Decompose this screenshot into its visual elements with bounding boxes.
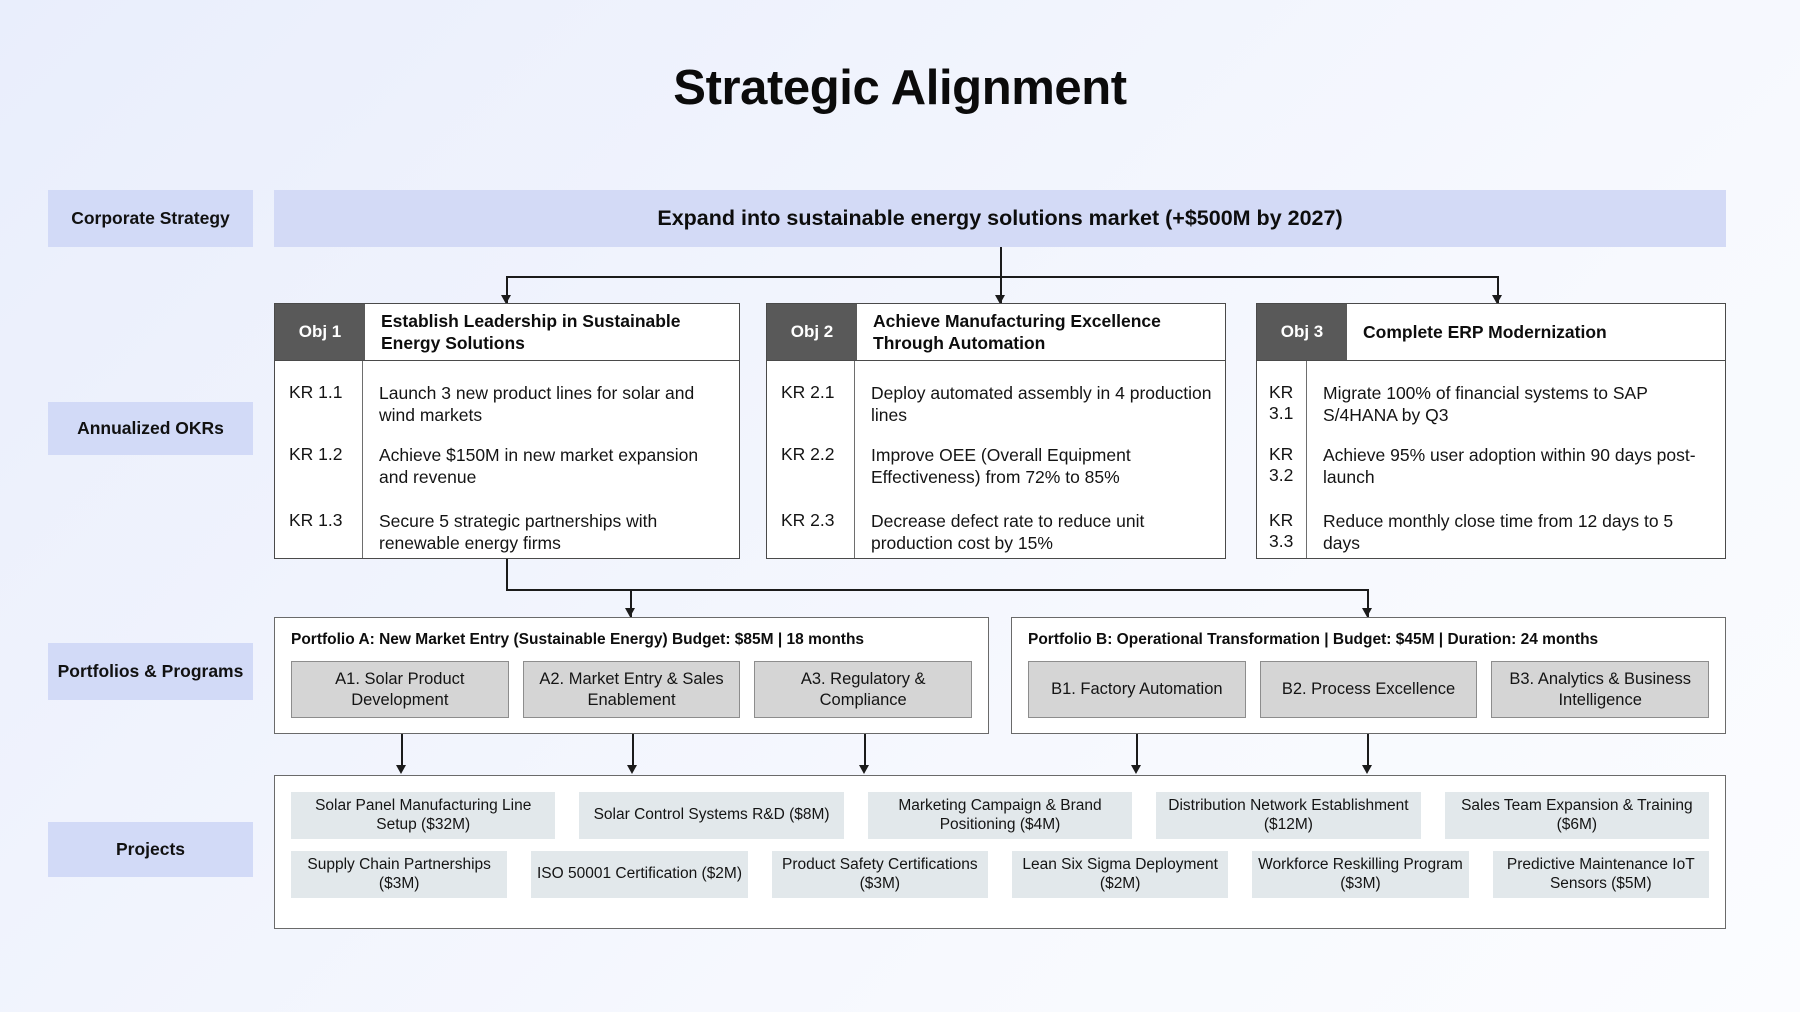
kr-text: Secure 5 strategic partnerships with ren…: [379, 511, 658, 554]
connector-program-b1-to-projects: [1136, 734, 1138, 766]
project-card[interactable]: Marketing Campaign & Brand Positioning (…: [867, 792, 1133, 839]
arrowhead-obj1: [501, 295, 511, 304]
connector-objectives-bus: [506, 276, 1498, 278]
arrowhead-obj3: [1492, 295, 1502, 304]
program-card-a2[interactable]: A2. Market Entry & Sales Enablement: [522, 661, 741, 718]
kr-label-column-3: KR 3.1 KR 3.2 KR 3.3: [1257, 361, 1307, 558]
objective-tag-1: Obj 1: [275, 304, 365, 360]
portfolio-title-b: Portfolio B: Operational Transformation …: [1028, 631, 1599, 648]
project-card[interactable]: Supply Chain Partnerships ($3M): [291, 851, 508, 898]
kr-text: Reduce monthly close time from 12 days t…: [1323, 511, 1674, 554]
arrowhead-portfolio-a: [625, 608, 635, 617]
projects-container: Solar Panel Manufacturing Line Setup ($3…: [274, 775, 1726, 929]
kr-label: KR 3.1: [1269, 382, 1294, 424]
project-card[interactable]: Workforce Reskilling Program ($3M): [1252, 851, 1469, 898]
arrowhead-project-3: [859, 765, 869, 774]
connector-to-obj1: [506, 276, 508, 303]
kr-text-column-3: Migrate 100% of financial systems to SAP…: [1307, 361, 1725, 558]
portfolio-card-b[interactable]: Portfolio B: Operational Transformation …: [1011, 617, 1726, 734]
connector-to-portfolio-a: [630, 589, 632, 617]
kr-label: KR 1.3: [289, 510, 343, 530]
kr-text: Improve OEE (Overall Equipment Effective…: [871, 445, 1131, 488]
kr-label: KR 2.3: [781, 510, 835, 530]
connector-to-portfolio-b: [1367, 589, 1369, 617]
project-card[interactable]: Product Safety Certifications ($3M): [771, 851, 988, 898]
project-row-2: Supply Chain Partnerships ($3M) ISO 5000…: [291, 851, 1709, 898]
kr-label-column-2: KR 2.1 KR 2.2 KR 2.3: [767, 361, 855, 558]
key-results-1: KR 1.1 KR 1.2 KR 1.3 Launch 3 new produc…: [275, 361, 739, 558]
lane-label-projects: Projects: [48, 822, 253, 877]
kr-label-column-1: KR 1.1 KR 1.2 KR 1.3: [275, 361, 363, 558]
key-results-3: KR 3.1 KR 3.2 KR 3.3 Migrate 100% of fin…: [1257, 361, 1725, 558]
arrowhead-project-1: [396, 765, 406, 774]
connector-to-obj2: [1000, 276, 1002, 303]
portfolio-card-a[interactable]: Portfolio A: New Market Entry (Sustainab…: [274, 617, 989, 734]
program-card-b1[interactable]: B1. Factory Automation: [1028, 661, 1246, 718]
connector-to-obj3: [1497, 276, 1499, 303]
kr-text: Decrease defect rate to reduce unit prod…: [871, 511, 1145, 554]
key-results-2: KR 2.1 KR 2.2 KR 2.3 Deploy automated as…: [767, 361, 1225, 558]
objective-title-3: Complete ERP Modernization: [1363, 321, 1607, 342]
program-card-b3[interactable]: B3. Analytics & Business Intelligence: [1491, 661, 1710, 718]
project-card[interactable]: Predictive Maintenance IoT Sensors ($5M): [1492, 851, 1709, 898]
objective-header-2: Obj 2 Achieve Manufacturing Excellence T…: [767, 304, 1225, 361]
kr-label: KR 1.1: [289, 382, 343, 402]
connector-portfolios-bus: [506, 589, 1368, 591]
connector-program-b2-to-projects: [1367, 734, 1369, 766]
lane-label-corporate-strategy: Corporate Strategy: [48, 190, 253, 247]
project-card[interactable]: Distribution Network Establishment ($12M…: [1156, 792, 1421, 839]
lane-label-portfolios-programs: Portfolios & Programs: [48, 643, 253, 700]
project-card[interactable]: Solar Control Systems R&D ($8M): [579, 792, 844, 839]
kr-label: KR 1.2: [289, 444, 343, 464]
program-card-a3[interactable]: A3. Regulatory & Compliance: [754, 661, 973, 718]
project-row-1: Solar Panel Manufacturing Line Setup ($3…: [291, 792, 1710, 839]
kr-text: Deploy automated assembly in 4 productio…: [871, 383, 1212, 426]
project-card[interactable]: Lean Six Sigma Deployment ($2M): [1011, 851, 1229, 898]
kr-label: KR 3.3: [1269, 510, 1294, 552]
program-row-a: A1. Solar Product Development A2. Market…: [275, 649, 988, 718]
arrowhead-project-2: [627, 765, 637, 774]
program-card-a1[interactable]: A1. Solar Product Development: [291, 661, 509, 718]
connector-program-a3-to-projects: [864, 734, 866, 766]
objective-card-1[interactable]: Obj 1 Establish Leadership in Sustainabl…: [274, 303, 740, 559]
kr-text: Migrate 100% of financial systems to SAP…: [1323, 383, 1648, 426]
connector-strategy-stem: [1000, 247, 1002, 277]
objective-tag-2: Obj 2: [767, 304, 857, 360]
objective-card-3[interactable]: Obj 3 Complete ERP Modernization KR 3.1 …: [1256, 303, 1726, 559]
corporate-strategy-banner: Expand into sustainable energy solutions…: [274, 190, 1726, 247]
program-card-b2[interactable]: B2. Process Excellence: [1259, 661, 1478, 718]
connector-program-a2-to-projects: [632, 734, 634, 766]
connector-program-a1-to-projects: [401, 734, 403, 766]
kr-text-column-2: Deploy automated assembly in 4 productio…: [855, 361, 1225, 558]
objective-card-2[interactable]: Obj 2 Achieve Manufacturing Excellence T…: [766, 303, 1226, 559]
lane-label-annualized-okrs: Annualized OKRs: [48, 402, 253, 455]
kr-text-column-1: Launch 3 new product lines for solar and…: [363, 361, 739, 558]
kr-text: Achieve $150M in new market expansion an…: [379, 445, 699, 488]
objective-title-1: Establish Leadership in Sustainable Ener…: [381, 310, 681, 353]
portfolio-title-a: Portfolio A: New Market Entry (Sustainab…: [291, 631, 865, 648]
arrowhead-project-5: [1362, 765, 1372, 774]
kr-text: Achieve 95% user adoption within 90 days…: [1323, 445, 1696, 488]
page-title: Strategic Alignment: [673, 61, 1127, 115]
kr-text: Launch 3 new product lines for solar and…: [379, 383, 695, 426]
objective-header-3: Obj 3 Complete ERP Modernization: [1257, 304, 1725, 361]
kr-label: KR 3.2: [1269, 444, 1294, 486]
arrowhead-project-4: [1131, 765, 1141, 774]
project-card[interactable]: Solar Panel Manufacturing Line Setup ($3…: [291, 792, 556, 839]
project-card[interactable]: ISO 50001 Certification ($2M): [531, 851, 748, 898]
project-card[interactable]: Sales Team Expansion & Training ($6M): [1444, 792, 1710, 839]
objective-tag-3: Obj 3: [1257, 304, 1347, 360]
kr-label: KR 2.2: [781, 444, 835, 464]
arrowhead-obj2: [995, 295, 1005, 304]
connector-okr-stem: [506, 559, 508, 590]
objective-title-2: Achieve Manufacturing Excellence Through…: [873, 310, 1161, 353]
objective-header-1: Obj 1 Establish Leadership in Sustainabl…: [275, 304, 739, 361]
program-row-b: B1. Factory Automation B2. Process Excel…: [1012, 649, 1725, 718]
kr-label: KR 2.1: [781, 382, 835, 402]
arrowhead-portfolio-b: [1362, 608, 1372, 617]
